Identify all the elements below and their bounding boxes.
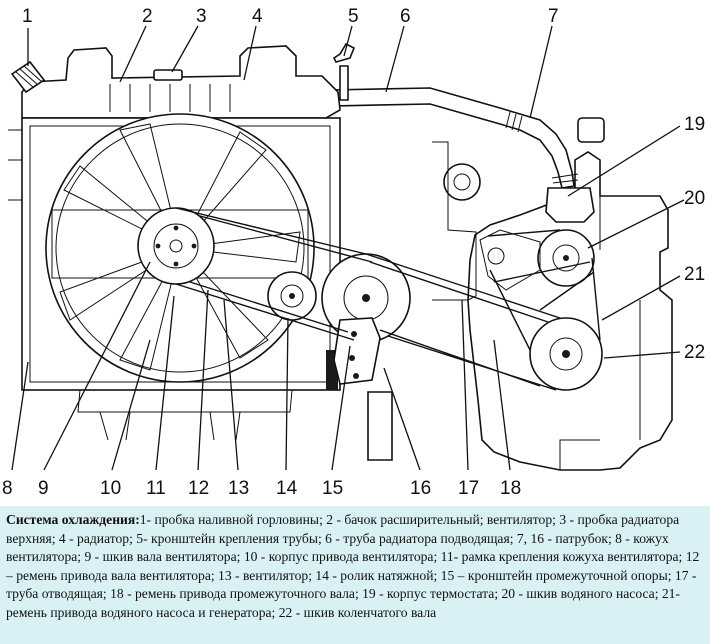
callout-8: 8 bbox=[2, 478, 13, 499]
callout-13: 13 bbox=[228, 478, 249, 499]
fan-blades bbox=[59, 123, 301, 371]
callout-10: 10 bbox=[100, 478, 121, 499]
callout-3: 3 bbox=[196, 6, 207, 27]
fan-ring-inner bbox=[55, 123, 305, 373]
cooling-system-diagram: 1 2 3 4 5 6 7 8 9 10 11 12 13 14 15 16 1… bbox=[2, 6, 705, 499]
tank-ribs bbox=[109, 84, 231, 112]
water-pump-bracket bbox=[479, 229, 541, 291]
callout-11: 11 bbox=[146, 478, 166, 499]
intermediate-pulley-center bbox=[362, 294, 370, 302]
water-pump-belt bbox=[487, 229, 601, 351]
callout-22: 22 bbox=[684, 342, 705, 363]
hose-clamp bbox=[505, 111, 523, 133]
callout-9: 9 bbox=[38, 478, 49, 499]
callout-12: 12 bbox=[188, 478, 209, 499]
tension-roller-hub bbox=[280, 284, 304, 308]
callout-15: 15 bbox=[322, 478, 343, 499]
intermediate-support-bracket bbox=[333, 317, 381, 385]
water-pump-pulley-center bbox=[563, 255, 569, 261]
thermostat-clamp bbox=[551, 173, 579, 184]
diagram-drawing: 1 2 3 4 5 6 7 8 9 10 11 12 13 14 15 16 1… bbox=[2, 6, 705, 499]
leader-lines bbox=[11, 25, 685, 471]
callout-14: 14 bbox=[276, 478, 298, 499]
radiator-left-edge bbox=[8, 129, 22, 201]
callout-17: 17 bbox=[458, 478, 479, 499]
radiator-support-legs bbox=[77, 389, 293, 441]
outlet-tube-elbow bbox=[443, 163, 481, 201]
crankshaft-pulley-hub bbox=[549, 337, 583, 371]
thermostat-outlet bbox=[577, 117, 605, 143]
callout-4: 4 bbox=[252, 6, 263, 27]
callout-19: 19 bbox=[684, 114, 705, 135]
fan-pulley-center bbox=[169, 239, 183, 253]
fan-pulley-bolts bbox=[155, 225, 197, 267]
lower-hose bbox=[367, 391, 393, 461]
expansion-tank bbox=[21, 45, 341, 119]
callout-7: 7 bbox=[548, 6, 559, 27]
upper-radiator-pipe bbox=[329, 87, 575, 189]
callout-5: 5 bbox=[348, 6, 359, 27]
fan-pulley-hub bbox=[153, 223, 199, 269]
intermediate-shaft-belt bbox=[365, 253, 561, 391]
crankshaft-pulley-center bbox=[562, 350, 570, 358]
filler-cap-ribs bbox=[15, 65, 43, 89]
pump-bracket-bolt bbox=[487, 247, 505, 265]
water-pump-pulley-hub bbox=[552, 244, 580, 272]
pipe-bracket bbox=[332, 42, 356, 101]
fan-pulley bbox=[137, 207, 215, 285]
callout-18: 18 bbox=[500, 478, 521, 499]
caption-text: 1- пробка наливной горловины; 2 - бачок … bbox=[6, 512, 700, 620]
callout-numbers: 1 2 3 4 5 6 7 8 9 10 11 12 13 14 15 16 1… bbox=[2, 6, 705, 499]
callout-2: 2 bbox=[142, 6, 153, 27]
thermostat-housing bbox=[545, 187, 595, 223]
tension-roller-center bbox=[289, 293, 295, 299]
outlet-tube-elbow-inner bbox=[453, 173, 471, 191]
callout-20: 20 bbox=[684, 188, 705, 209]
callout-21: 21 bbox=[684, 264, 705, 285]
radiator-upper-cap bbox=[153, 69, 183, 81]
fan-drive-belt bbox=[175, 207, 373, 341]
caption-title: Система охлаждения: bbox=[6, 512, 140, 527]
engine-block-detail-lines bbox=[559, 196, 641, 470]
callout-16: 16 bbox=[410, 478, 431, 499]
callout-6: 6 bbox=[400, 6, 411, 27]
caption-block: Система охлаждения:1- пробка наливной го… bbox=[0, 506, 710, 644]
bracket-bolts bbox=[349, 331, 359, 379]
outlet-tube bbox=[432, 141, 477, 301]
callout-1: 1 bbox=[22, 6, 33, 27]
